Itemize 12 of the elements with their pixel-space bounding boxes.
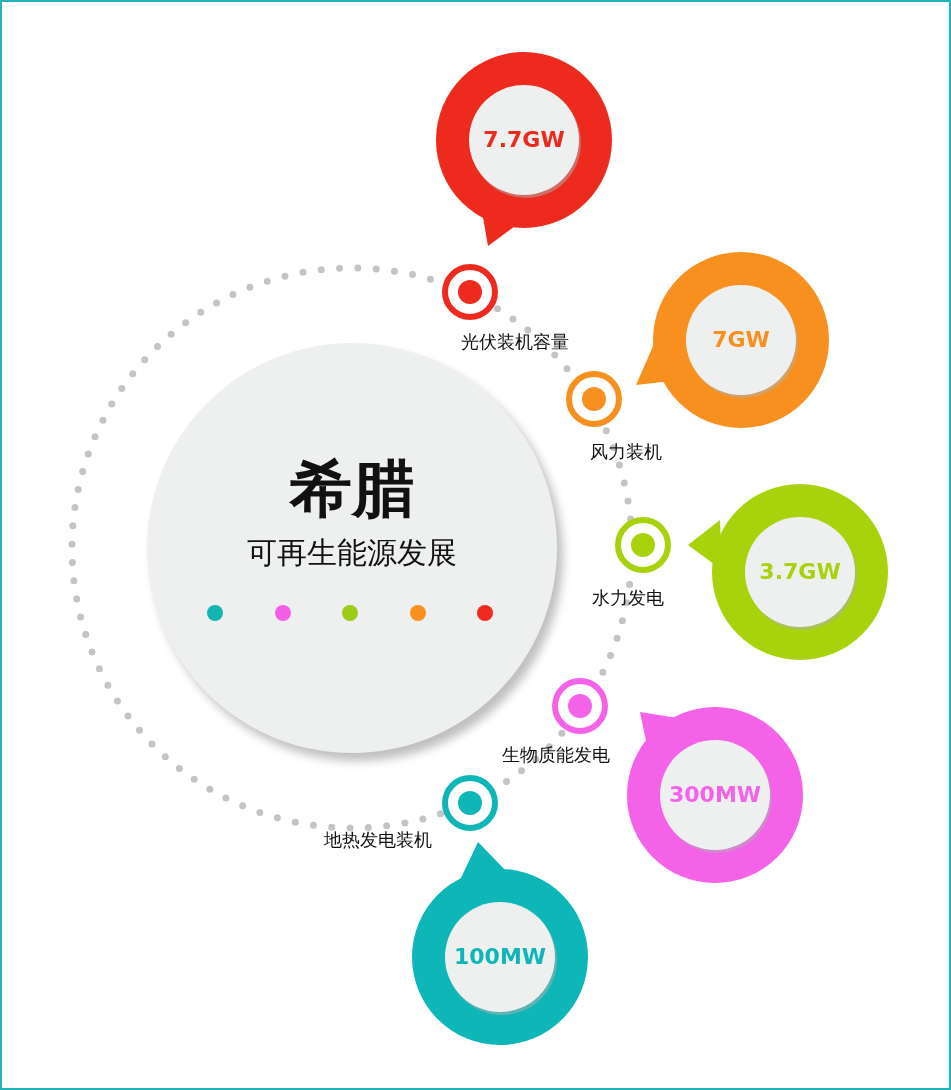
value-label: 100MW xyxy=(453,943,547,971)
subtitle-text: 可再生能源发展 xyxy=(246,535,458,571)
marker-label: 地热发电装机 xyxy=(324,829,432,851)
marker-label: 风力装机 xyxy=(590,441,662,463)
title-text: 希腊 xyxy=(288,453,415,525)
value-label: 300MW xyxy=(668,781,762,809)
marker-label: 水力发电 xyxy=(592,587,664,609)
value-label: 7.7GW xyxy=(483,126,565,154)
marker-label: 生物质能发电 xyxy=(502,744,610,766)
value-label: 7GW xyxy=(712,326,770,354)
value-label: 3.7GW xyxy=(759,558,841,586)
marker-label: 光伏装机容量 xyxy=(461,331,569,353)
